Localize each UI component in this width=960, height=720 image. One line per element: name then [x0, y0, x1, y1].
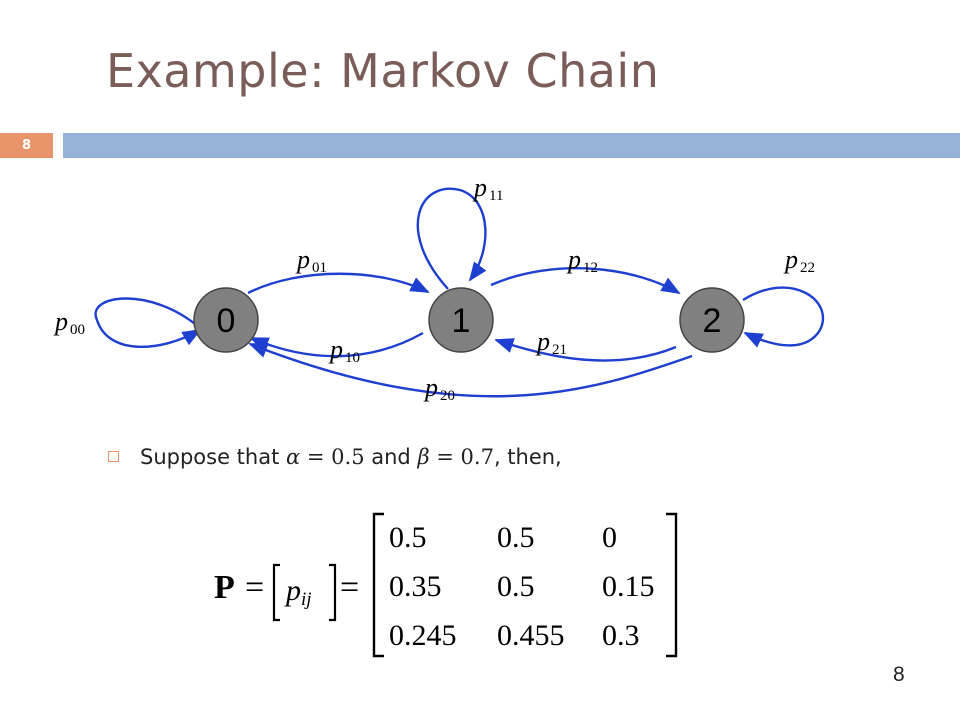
matrix-cell: 0.455: [497, 619, 565, 652]
state-node-0: [193, 287, 259, 353]
edge-1-2: [490, 267, 681, 295]
matrix-cell: 0.5: [497, 570, 535, 603]
matrix-cell: 0.5: [497, 521, 535, 554]
slide-title: Example: Markov Chain: [106, 44, 660, 98]
matrix-cell: 0.35: [389, 570, 442, 603]
footer-page-number: 8: [893, 663, 905, 686]
matrix-lhs-symbol: P: [214, 569, 235, 606]
bullet-marker: [108, 451, 119, 462]
state-node-1: [428, 287, 494, 353]
header-slide-number: 8: [21, 138, 32, 153]
edge-2-1: [494, 338, 677, 362]
edge-0-1: [247, 272, 430, 295]
header-accent-bar: [63, 133, 960, 158]
matrix-cell: 0.3: [602, 619, 640, 652]
matrix-cell: 0: [602, 521, 617, 554]
header-accent-orange: [0, 133, 53, 158]
edge-0-0: [94, 297, 202, 348]
edge-2-0: [248, 342, 693, 398]
equals-sign-2: =: [340, 569, 359, 606]
edge-1-0: [249, 331, 424, 358]
state-label-1: 1: [452, 302, 471, 340]
equals-sign-1: =: [245, 569, 264, 606]
matrix-cell: 0.245: [389, 619, 457, 652]
transition-matrix: P = pij = 0.5 0.5 0 0.35 0.5 0.15 0.245 …: [214, 512, 678, 658]
edge-2-2: [742, 286, 824, 348]
state-node-2: [679, 287, 745, 353]
state-label-2: 2: [703, 302, 722, 340]
matrix-cell: 0.5: [389, 521, 427, 554]
state-label-0: 0: [217, 302, 236, 340]
matrix-entry-symbol: pij: [284, 574, 312, 610]
edge-1-1: [416, 187, 487, 290]
state-nodes: [193, 287, 745, 353]
bullet-text: Suppose that α = 0.5 and β = 0.7, then,: [140, 445, 562, 469]
matrix-cell: 0.15: [602, 570, 655, 603]
